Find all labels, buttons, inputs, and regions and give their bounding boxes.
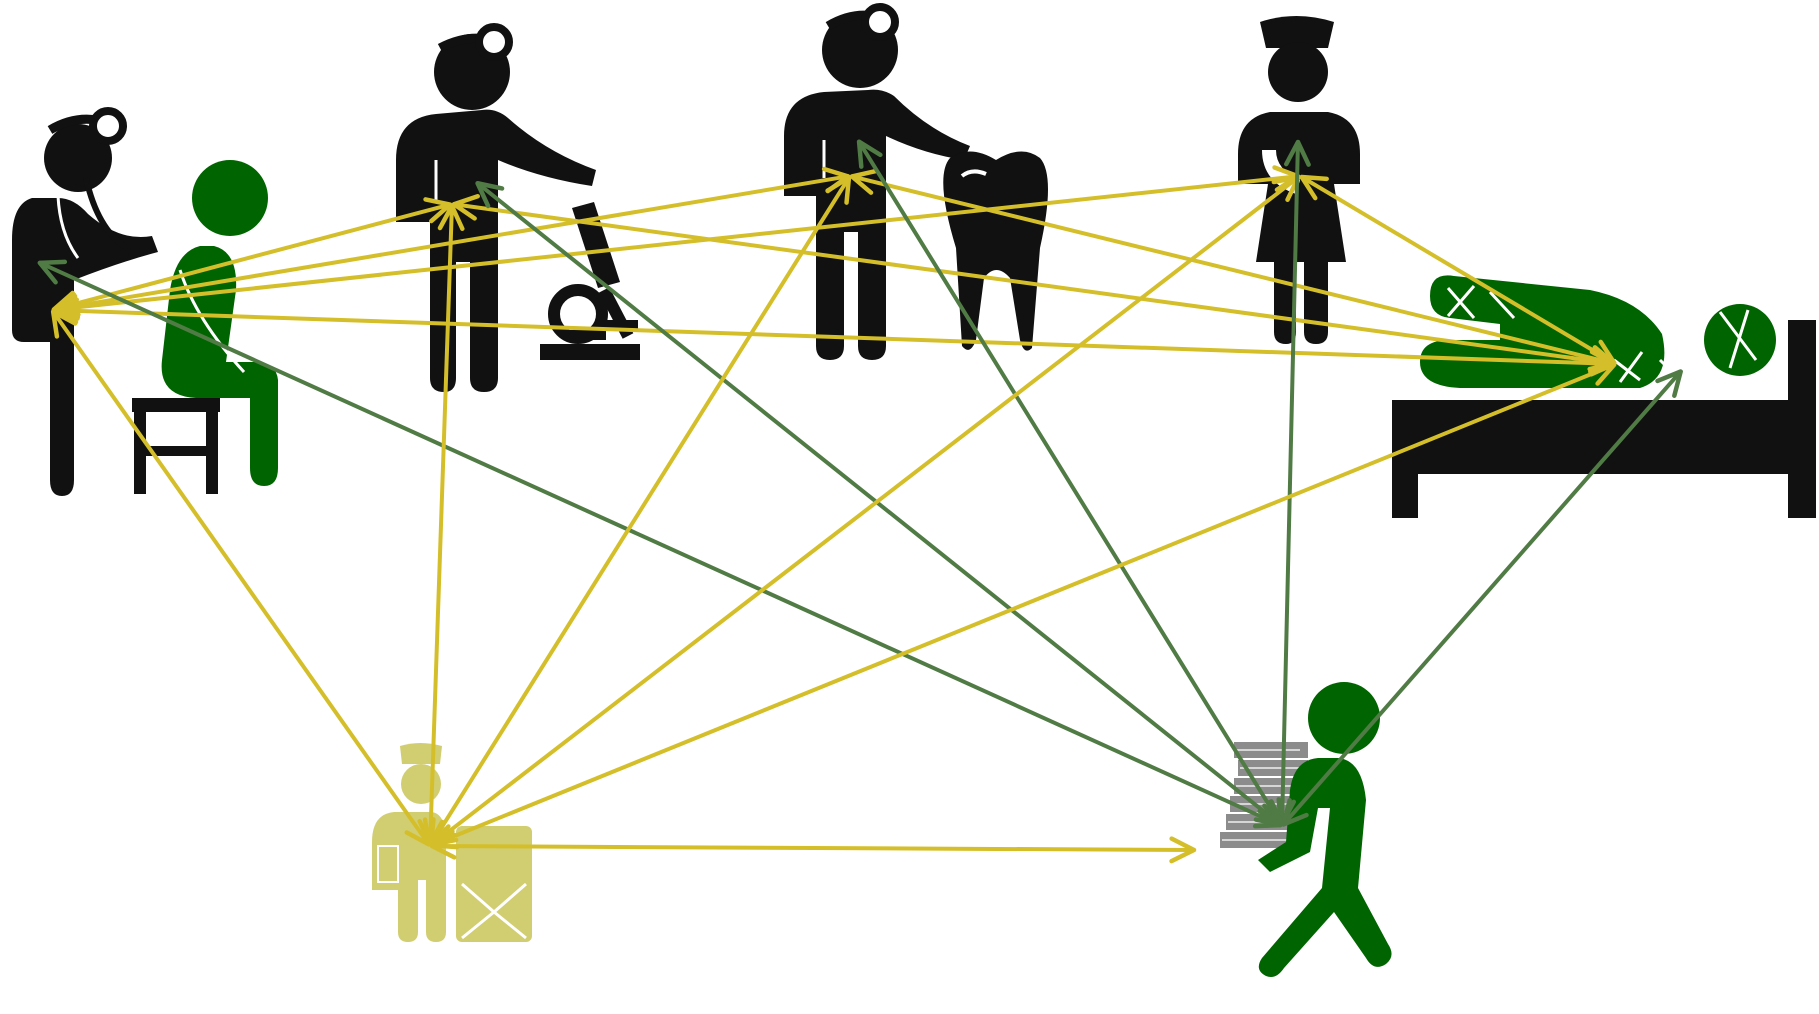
arrow-dentist-walker (859, 142, 1281, 825)
arrow-bed-postman (432, 365, 1614, 845)
bandaged-patient-bed-icon (1392, 275, 1816, 518)
person-carrying-books-icon (1220, 682, 1392, 977)
dentist-tooth-icon (784, 7, 1048, 360)
postman-letter-icon (372, 743, 532, 942)
arrow-nurse-bed (1302, 177, 1615, 363)
arrow-postman-walker (432, 846, 1194, 850)
doctor-examining-patient-icon (12, 111, 278, 496)
